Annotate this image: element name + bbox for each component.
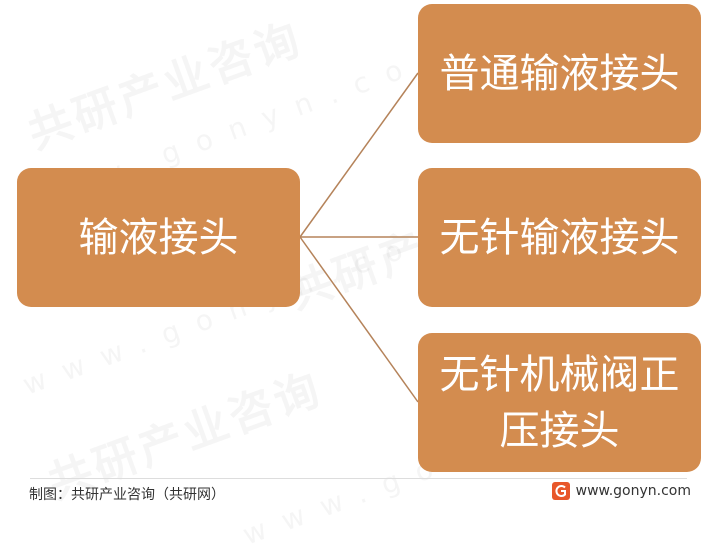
root-node: 输液接头 bbox=[17, 168, 300, 307]
website-url: www.gonyn.com bbox=[575, 483, 691, 499]
diagram-canvas: 共研产业咨询 www.gonyn.com 共研产业咨询 www.gonyn.co… bbox=[17, 4, 701, 503]
footer-website: www.gonyn.com bbox=[551, 482, 691, 500]
footer-divider bbox=[30, 478, 687, 479]
connector-to-child-1 bbox=[299, 72, 419, 238]
child-node-3: 无针机械阀正压接头 bbox=[418, 333, 701, 472]
connector-to-child-3 bbox=[299, 236, 419, 403]
source-credit: 制图：共研产业咨询（共研网） bbox=[29, 487, 225, 503]
child-node-2: 无针输液接头 bbox=[418, 168, 701, 307]
child-node-label: 无针机械阀正压接头 bbox=[439, 351, 680, 454]
connector-lines bbox=[299, 72, 419, 403]
child-node-label: 无针输液接头 bbox=[439, 214, 680, 261]
child-node-1: 普通输液接头 bbox=[418, 4, 701, 143]
gonyn-logo-icon bbox=[551, 482, 570, 500]
child-node-label: 普通输液接头 bbox=[439, 50, 680, 97]
root-node-label: 输液接头 bbox=[78, 214, 239, 261]
